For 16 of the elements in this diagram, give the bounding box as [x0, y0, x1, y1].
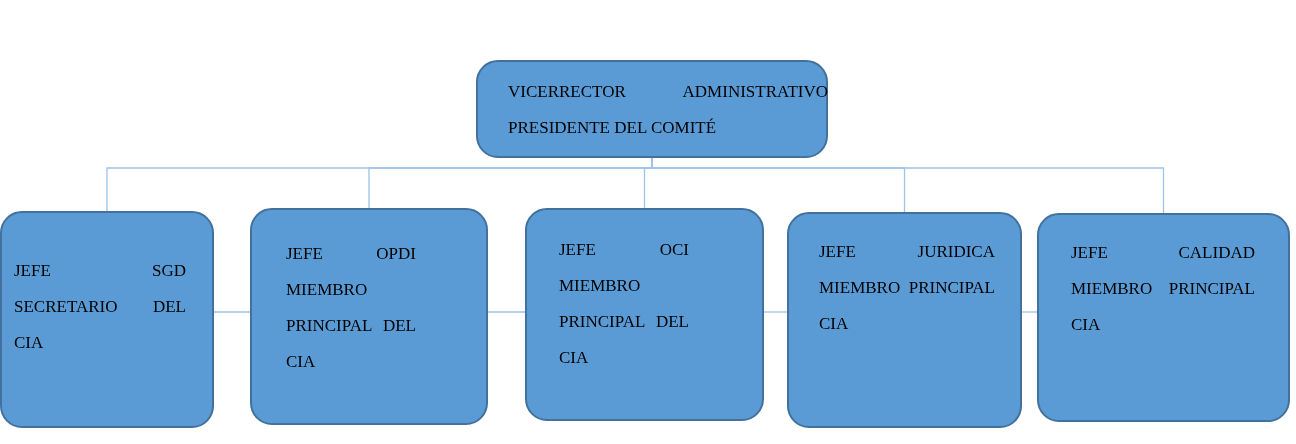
- role-box: [476, 60, 828, 158]
- role-box: [250, 208, 488, 425]
- connector-line: [1021, 311, 1038, 313]
- role-box: [525, 208, 764, 421]
- role-box: [0, 211, 214, 428]
- connector-line: [487, 311, 526, 313]
- connector-line: [763, 311, 788, 313]
- role-text: JEFE SGD SECRETARIO DEL CIA: [14, 260, 186, 354]
- connector-line: [213, 311, 251, 313]
- role-text: JEFE OPDI MIEMBRO PRINCIPAL DEL CIA: [286, 243, 416, 373]
- role-box: [787, 212, 1022, 428]
- role-text: JEFE OCI MIEMBRO PRINCIPAL DEL CIA: [559, 239, 689, 369]
- role-text: JEFE JURIDICA MIEMBRO PRINCIPAL CIA: [819, 241, 995, 335]
- role-text: VICERRECTOR ADMINISTRATIVO PRESIDENTE DEL COMITÉ: [508, 81, 828, 139]
- role-box: [1037, 213, 1290, 422]
- role-text: JEFE CALIDAD MIEMBRO PRINCIPAL CIA: [1071, 242, 1255, 336]
